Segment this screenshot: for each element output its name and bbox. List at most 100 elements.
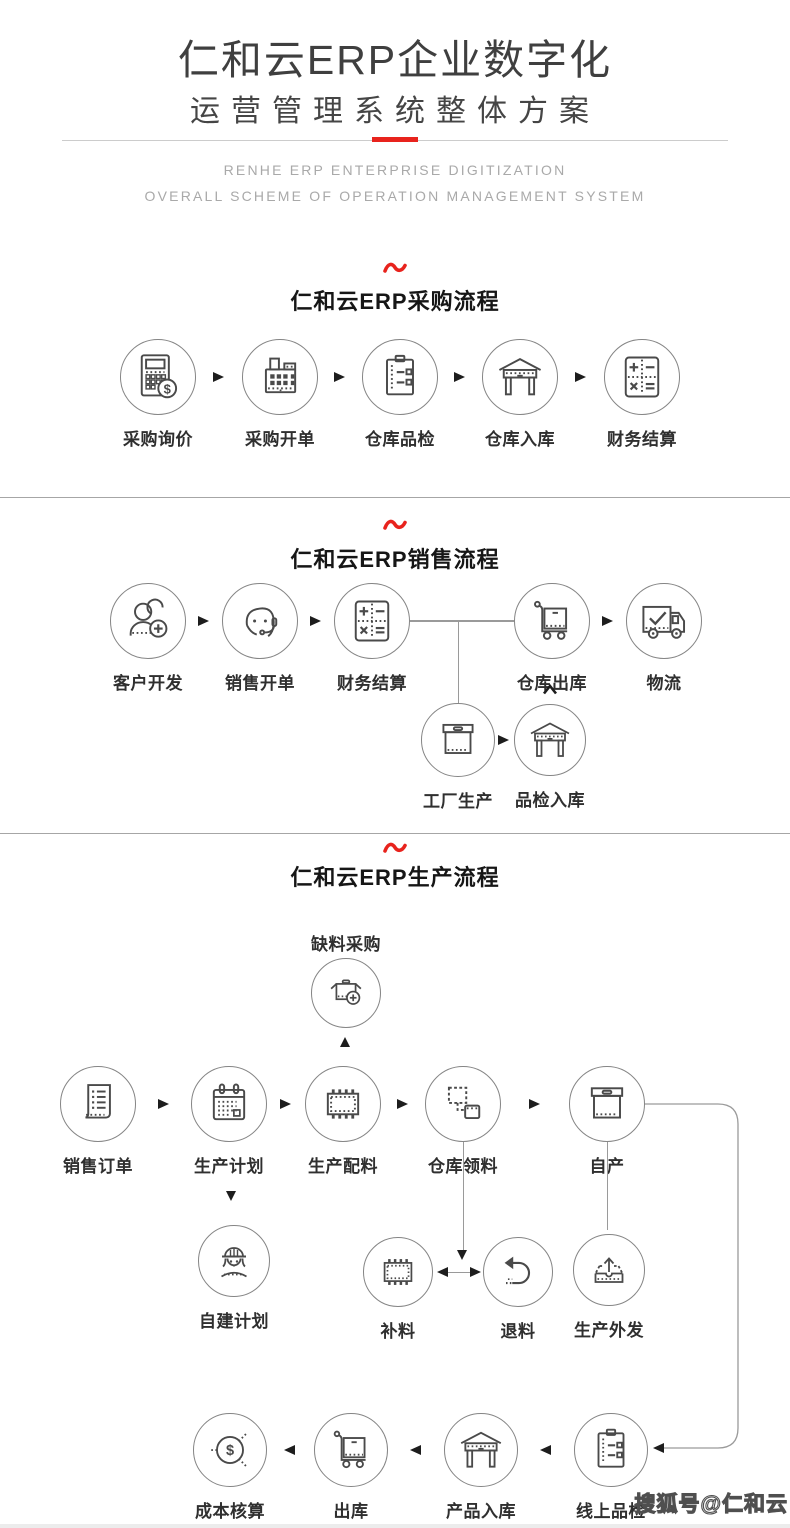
support-agent-icon [234, 595, 286, 647]
flow-arrow-right [310, 615, 321, 626]
page-subtitle-cn: 运营管理系统整体方案 [190, 95, 600, 128]
loop-connector-line [645, 1103, 739, 1453]
flow-arrow-right [334, 371, 345, 382]
node-customer-dev: 客户开发 [88, 583, 208, 694]
section-divider [0, 497, 790, 498]
node-sales-billing: 销售开单 [200, 583, 320, 694]
red-squiggle-icon [382, 261, 408, 275]
node-production-plan: 生产计划 [169, 1066, 289, 1177]
node-label: 物流 [646, 674, 682, 693]
node-label: 财务结算 [607, 430, 677, 449]
node-cost-accounting: 成本核算 [170, 1413, 290, 1522]
node-return-material: 退料 [458, 1237, 578, 1342]
node-outbound: 出库 [291, 1413, 411, 1522]
node-purchase-billing: 采购开单 [220, 339, 340, 450]
warehouse-gate-icon [526, 716, 574, 764]
flow-arrow-down [226, 1191, 236, 1201]
node-label: 销售订单 [63, 1157, 133, 1176]
flow-arrow-right [498, 734, 509, 745]
node-purchase-inquiry: 采购询价 [98, 339, 218, 450]
section-title-production: 仁和云ERP生产流程 [290, 865, 500, 890]
node-self-production: 自产 [547, 1066, 667, 1177]
delivery-truck-icon [638, 595, 690, 647]
bottom-edge-strip [0, 1524, 790, 1528]
node-label: 财务结算 [337, 674, 407, 693]
node-logistics: 物流 [604, 583, 724, 694]
red-squiggle-icon [382, 841, 408, 855]
node-warehouse-qc: 仓库品检 [340, 339, 460, 450]
flow-arrow-right [280, 1098, 291, 1109]
open-box-add-icon [323, 970, 369, 1016]
node-label: 仓库入库 [485, 430, 555, 449]
page-title: 仁和云ERP企业数字化 [177, 37, 613, 83]
node-warehouse-picking: 仓库领料 [403, 1066, 523, 1177]
flow-arrow-left [540, 1444, 551, 1455]
warehouse-gate-icon [494, 351, 546, 403]
node-production-ingredients: 生产配料 [283, 1066, 403, 1177]
hand-truck-icon [526, 595, 578, 647]
connector-line [606, 1142, 608, 1230]
flow-arrow-right [575, 371, 586, 382]
flow-arrow-right [470, 1266, 481, 1277]
red-squiggle-icon [382, 518, 408, 532]
node-sales-order: 销售订单 [38, 1066, 158, 1177]
node-label: 缺料采购 [311, 935, 381, 954]
node-product-inbound: 产品入库 [421, 1413, 541, 1522]
flow-arrow-left [437, 1266, 448, 1277]
connector-line [410, 620, 514, 622]
flow-arrow-down [457, 1250, 467, 1260]
node-label: 产品入库 [446, 1502, 516, 1521]
node-self-plan: 自建计划 [174, 1225, 294, 1332]
flow-arrow-right [454, 371, 465, 382]
section-title-procurement: 仁和云ERP采购流程 [290, 289, 500, 314]
warehouse-gate-icon [456, 1425, 506, 1475]
node-label: 客户开发 [113, 674, 183, 693]
node-warehouse-inbound: 仓库入库 [460, 339, 580, 450]
node-label: 出库 [333, 1502, 369, 1521]
node-warehouse-outbound: 仓库出库 [492, 583, 612, 694]
node-finance-settle: 财务结算 [312, 583, 432, 694]
clipboard-checklist-icon [374, 351, 426, 403]
node-shortage-purchase: 缺料采购 [286, 930, 406, 1028]
flow-arrow-right [158, 1098, 169, 1109]
calculator-dollar-icon [132, 351, 184, 403]
hand-truck-icon [326, 1425, 376, 1475]
flow-arrow-right [397, 1098, 408, 1109]
node-finance-settle: 财务结算 [582, 339, 702, 450]
subtitle-en-line2: OVERALL SCHEME OF OPERATION MANAGEMENT S… [144, 188, 646, 204]
node-factory-production: 工厂生产 [398, 703, 518, 812]
node-refill-material: 补料 [338, 1237, 458, 1342]
flow-arrow-right [213, 371, 224, 382]
node-label: 生产外发 [574, 1321, 644, 1340]
connector-line [446, 1271, 472, 1273]
connector-line [462, 1142, 464, 1252]
section-divider [0, 833, 790, 834]
flow-arrow-right [198, 615, 209, 626]
flow-arrow-left [410, 1444, 421, 1455]
cash-register-icon [254, 351, 306, 403]
math-calc-icon [616, 351, 668, 403]
chevron-up-icon [542, 684, 558, 695]
node-label: 补料 [380, 1322, 416, 1341]
node-label: 生产配料 [308, 1157, 378, 1176]
node-label: 生产计划 [194, 1157, 264, 1176]
flow-arrow-left [284, 1444, 295, 1455]
customers-add-icon [122, 595, 174, 647]
flow-arrow-up [340, 1037, 350, 1047]
node-label: 线上品检 [576, 1502, 646, 1521]
node-label: 退料 [500, 1322, 536, 1341]
node-label: 销售开单 [225, 674, 295, 693]
node-qc-inbound: 品检入库 [490, 704, 610, 811]
node-online-qc: 线上品检 [551, 1413, 671, 1522]
flow-arrow-right [602, 615, 613, 626]
header-red-accent-bar [372, 137, 418, 142]
storage-box-icon [433, 715, 483, 765]
math-calc-icon [346, 595, 398, 647]
node-label: 自建计划 [199, 1312, 269, 1331]
node-production-outsource: 生产外发 [549, 1234, 669, 1341]
clipboard-checklist-icon [586, 1425, 636, 1475]
node-label: 工厂生产 [423, 792, 493, 811]
dollar-coin-icon [205, 1425, 255, 1475]
section-title-sales: 仁和云ERP销售流程 [290, 547, 500, 572]
